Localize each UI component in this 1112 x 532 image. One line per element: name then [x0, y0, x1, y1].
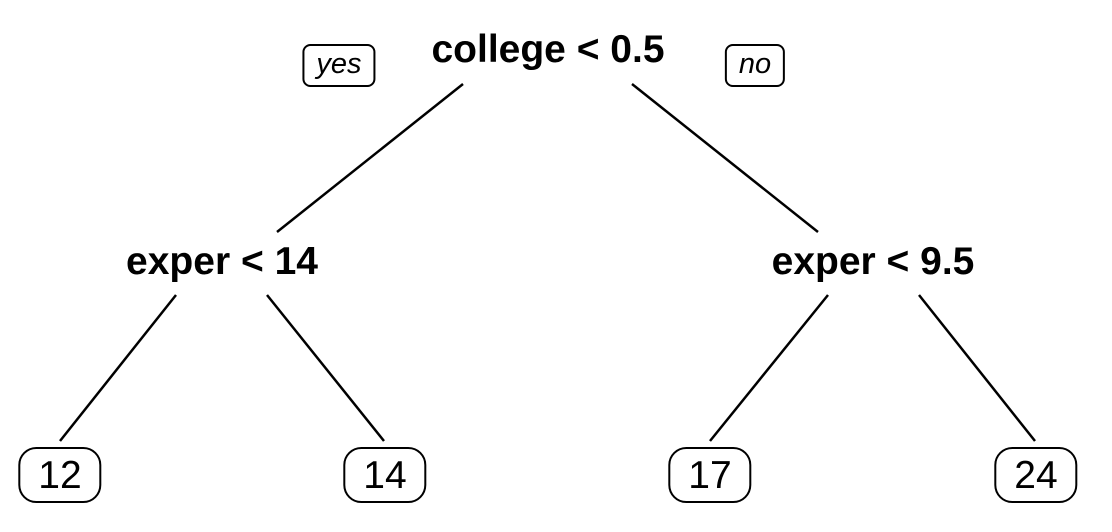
left-split-label: exper < 14	[126, 240, 318, 283]
leaf-node: 14	[343, 447, 427, 503]
edge-left-to-leaf-12	[59, 294, 177, 442]
leaf-node: 17	[668, 447, 752, 503]
yes-branch-label: yes	[302, 44, 376, 87]
edge-root-to-left	[276, 83, 464, 233]
edge-root-to-right	[631, 83, 819, 233]
edge-right-to-leaf-24	[918, 294, 1036, 442]
leaf-node: 24	[994, 447, 1078, 503]
root-split-label: college < 0.5	[431, 28, 665, 71]
right-split-label: exper < 9.5	[771, 240, 975, 283]
edge-right-to-leaf-17	[709, 294, 829, 442]
leaf-node: 12	[18, 447, 102, 503]
no-branch-label: no	[724, 44, 786, 87]
edge-left-to-leaf-14	[266, 294, 385, 442]
